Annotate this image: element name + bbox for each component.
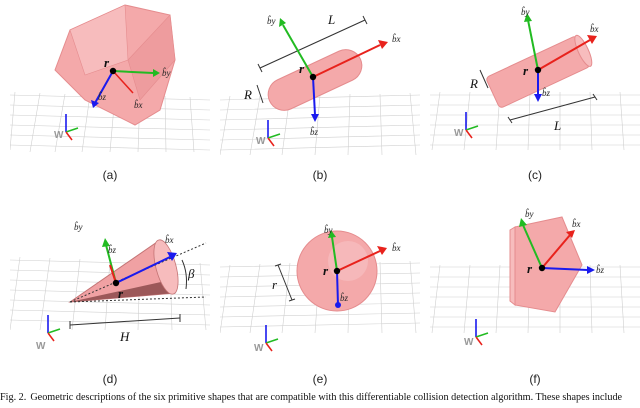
origin-label: r: [118, 286, 124, 301]
ground-grid: [220, 92, 420, 156]
b-x-vector: [312, 44, 381, 78]
polytope-shape: [54, 4, 176, 126]
b-y-vector: [282, 24, 314, 78]
vector-label-z: b̂z: [340, 292, 349, 303]
svg-text:W: W: [256, 136, 266, 147]
b-z-vector: [94, 70, 114, 104]
b-y-vector: [522, 224, 543, 269]
origin-label: r: [104, 55, 110, 70]
vector-label-z: b̂z: [108, 244, 117, 255]
dimension-R: R: [243, 87, 252, 102]
panel-label-c: (c): [528, 168, 542, 182]
vector-label-y: b̂y: [162, 67, 171, 78]
vector-label-x: b̂x: [572, 218, 581, 229]
svg-text:W: W: [454, 128, 464, 139]
world-frame: W: [454, 112, 479, 139]
panel-label-b: (b): [312, 168, 328, 182]
origin-dot: [112, 279, 120, 287]
origin-label: r: [527, 261, 533, 276]
world-frame: W: [254, 325, 279, 354]
dimension-L: L: [327, 12, 335, 27]
origin-label: r: [323, 263, 329, 278]
dimension-R: R: [469, 76, 478, 91]
panel-a: r b̂y b̂x b̂z W: [10, 4, 210, 153]
origin-label: r: [299, 61, 305, 76]
panel-b: r b̂y b̂x b̂z L R W: [220, 12, 420, 156]
world-frame: W: [54, 114, 79, 141]
dimension-L: L: [553, 118, 561, 133]
panel-f: r b̂y b̂x b̂z W: [430, 208, 640, 348]
vector-label-x: b̂x: [590, 23, 599, 34]
vector-label-x: b̂x: [392, 33, 401, 44]
panel-label-d: (d): [102, 372, 118, 386]
svg-text:W: W: [54, 130, 64, 141]
origin-dot: [109, 67, 117, 75]
svg-text:W: W: [464, 337, 474, 348]
world-frame: W: [36, 315, 61, 352]
b-x-vector: [541, 234, 571, 269]
b-y-vector: [331, 236, 338, 272]
cone-shape: [68, 239, 179, 303]
vector-label-x: b̂x: [134, 99, 143, 110]
origin-dot: [309, 73, 317, 81]
vector-label-y: b̂y: [324, 224, 333, 235]
vector-label-y: b̂y: [267, 15, 276, 26]
vector-label-z: b̂z: [310, 126, 319, 137]
panel-label-e: (e): [312, 372, 328, 386]
dimension-r: r: [272, 277, 278, 292]
world-frame: W: [256, 120, 281, 147]
vector-label-x: b̂x: [392, 242, 401, 253]
b-z-vector: [541, 267, 589, 271]
b-z-vector: [336, 270, 339, 306]
vector-label-y: b̂y: [74, 221, 83, 232]
origin-dot: [333, 267, 341, 275]
b-y-vector: [527, 19, 539, 71]
origin-dot: [538, 264, 546, 272]
vector-label-y: b̂y: [521, 6, 530, 17]
vector-label-y: b̂y: [525, 208, 534, 219]
origin-dot: [534, 66, 542, 74]
world-frame: W: [464, 319, 489, 348]
panel-c: r b̂y b̂x b̂z R L W: [430, 6, 640, 151]
panel-e: r b̂y b̂x b̂z r W: [220, 224, 420, 354]
vector-label-z: b̂z: [596, 264, 605, 275]
origin-label: r: [523, 63, 529, 78]
vector-label-z: b̂z: [98, 91, 107, 102]
figure-caption: Fig. 2.Geometric descriptions of the six…: [0, 392, 640, 408]
b-x-vector: [112, 70, 134, 94]
b-z-vector: [312, 76, 316, 116]
b-x-vector: [336, 250, 381, 272]
b-x-vector: [537, 39, 591, 71]
caption-text: Geometric descriptions of the six primit…: [30, 392, 623, 403]
b-x-vector: [115, 256, 171, 284]
dimension-H: H: [119, 329, 130, 344]
ground-grid: [430, 91, 640, 151]
svg-text:W: W: [254, 343, 264, 354]
b-y-vector: [112, 70, 154, 74]
vector-label-z: b̂z: [542, 87, 551, 98]
panel-label-f: (f): [529, 372, 541, 386]
svg-text:W: W: [36, 341, 46, 352]
figure-number: Fig. 2.: [0, 392, 27, 403]
panel-label-a: (a): [102, 168, 118, 182]
panel-d: β r b̂y b̂x b̂z H W: [10, 221, 210, 352]
vector-label-x: b̂x: [165, 234, 174, 245]
dimension-beta: β: [187, 266, 195, 281]
